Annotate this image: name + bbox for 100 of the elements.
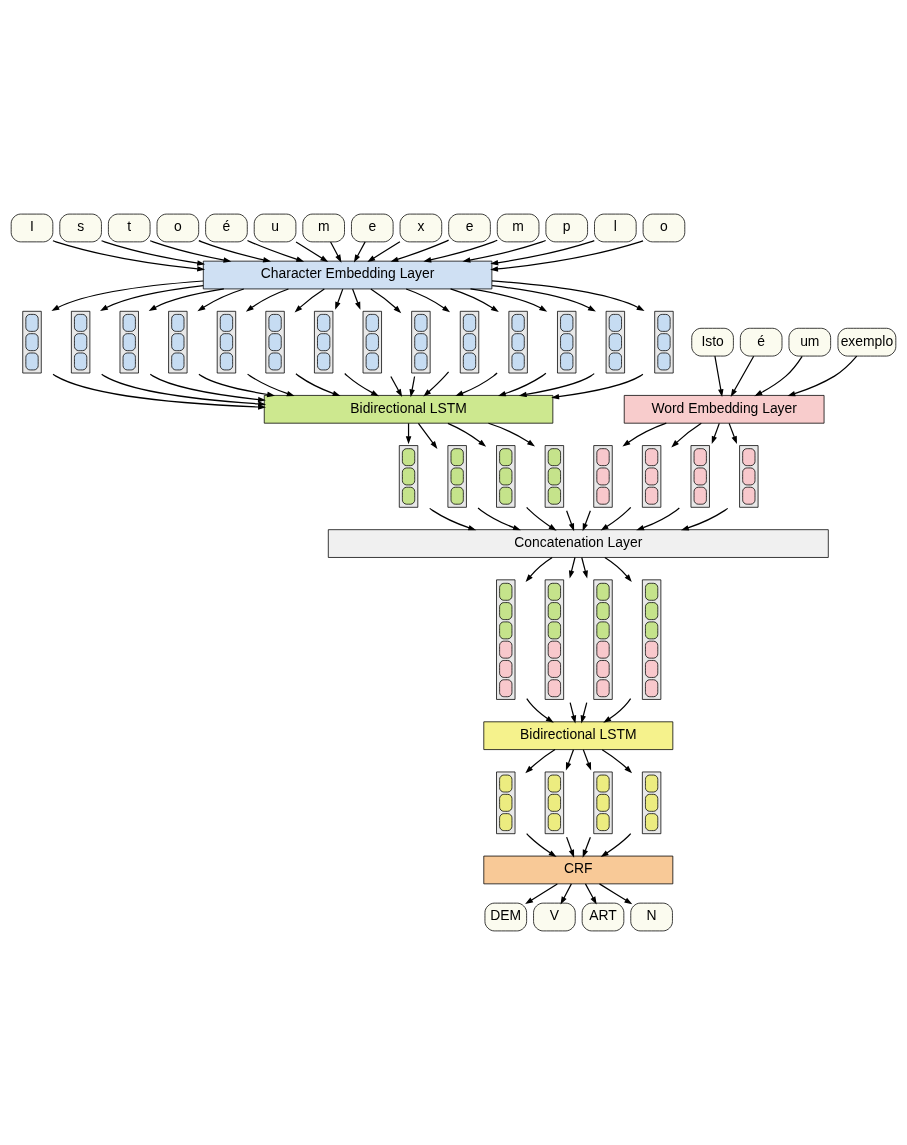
arrow: [462, 239, 547, 263]
node-box: l: [594, 213, 637, 243]
arrow: [330, 241, 342, 263]
node-box: s: [59, 213, 102, 243]
arrow: [582, 836, 591, 858]
node-box: Bidirectional LSTM: [263, 395, 554, 424]
node-box: DEM: [484, 902, 527, 932]
arrow: [582, 749, 592, 771]
node-box: V: [533, 902, 576, 932]
arrow: [580, 702, 588, 724]
arrow: [728, 422, 737, 445]
arrow: [51, 280, 204, 311]
arrow: [565, 749, 575, 771]
arrow: [149, 240, 232, 263]
arrow: [353, 241, 366, 263]
arrow: [525, 748, 556, 774]
arrow: [447, 422, 487, 447]
node-box: p: [545, 213, 588, 243]
node-box: o: [642, 213, 686, 243]
arrow: [490, 240, 644, 272]
arrow: [560, 883, 572, 905]
arrow: [390, 239, 450, 262]
arrow: [714, 355, 724, 398]
arrow: [198, 240, 272, 263]
arrow: [526, 833, 557, 858]
arrow: [405, 288, 451, 313]
arrow: [600, 833, 632, 857]
node-box: N: [630, 902, 673, 932]
node-box: o: [156, 213, 200, 243]
node-box: Bidirectional LSTM: [483, 721, 674, 750]
arrow: [352, 288, 361, 310]
node-box: um: [788, 327, 831, 357]
arrow: [569, 702, 577, 724]
arrow: [526, 698, 554, 723]
node-box: t: [108, 213, 151, 243]
arrow: [568, 556, 576, 579]
arrow: [754, 355, 803, 397]
arrow: [100, 240, 206, 266]
arrow: [423, 239, 498, 263]
arrow: [101, 373, 267, 407]
arrow: [581, 556, 588, 579]
arrow: [566, 836, 575, 858]
arrow: [604, 556, 632, 583]
arrow: [198, 373, 275, 398]
arrow: [525, 883, 558, 905]
arrow: [367, 241, 401, 263]
arrow: [584, 883, 597, 905]
arrow: [526, 506, 557, 531]
arrow: [335, 288, 344, 310]
arrow: [370, 288, 402, 314]
arrow: [525, 556, 553, 583]
arrow: [390, 375, 403, 397]
node-box: Isto: [691, 327, 734, 357]
arrow: [671, 422, 702, 448]
arrow: [449, 288, 499, 313]
arrow: [52, 240, 206, 272]
arrow: [603, 698, 632, 723]
arrow: [197, 288, 245, 312]
arrow: [245, 288, 290, 312]
node-box: x: [399, 213, 443, 243]
arrow: [787, 355, 858, 397]
arrow: [600, 506, 632, 531]
node-box: I: [10, 213, 54, 243]
arrow: [491, 280, 645, 311]
arrow: [487, 422, 536, 447]
node-box: Concatenation Layer: [327, 529, 829, 558]
arrow: [469, 288, 548, 312]
node-box: ART: [581, 902, 625, 932]
arrow: [429, 507, 477, 531]
node-box: CRF: [483, 855, 674, 885]
node-box: m: [302, 213, 345, 243]
arrow: [294, 288, 325, 313]
arrow: [344, 372, 379, 397]
node-box: u: [253, 213, 297, 243]
arrow: [100, 284, 204, 312]
arrow: [518, 373, 595, 398]
arrow: [423, 371, 450, 397]
arrow: [409, 375, 416, 398]
node-box: Character Embedding Layer: [202, 260, 493, 290]
arrow: [295, 241, 329, 263]
node-box: m: [496, 213, 540, 243]
arrow: [477, 507, 521, 531]
arrow: [601, 749, 633, 774]
arrow: [680, 507, 729, 531]
arrow: [636, 507, 680, 531]
arrow: [566, 510, 575, 532]
arrow: [598, 883, 633, 905]
arrow: [622, 422, 667, 447]
node-box: exemplo: [837, 327, 897, 357]
arrow: [491, 285, 596, 312]
node-box: é: [205, 213, 248, 243]
arrow: [551, 373, 644, 400]
arrow: [246, 239, 305, 262]
node-box: é: [739, 327, 783, 357]
node-box: e: [351, 213, 394, 243]
arrow: [295, 373, 341, 396]
node-box: e: [448, 213, 491, 243]
arrow: [417, 422, 438, 449]
arrow: [490, 239, 595, 266]
arrow: [730, 355, 755, 397]
